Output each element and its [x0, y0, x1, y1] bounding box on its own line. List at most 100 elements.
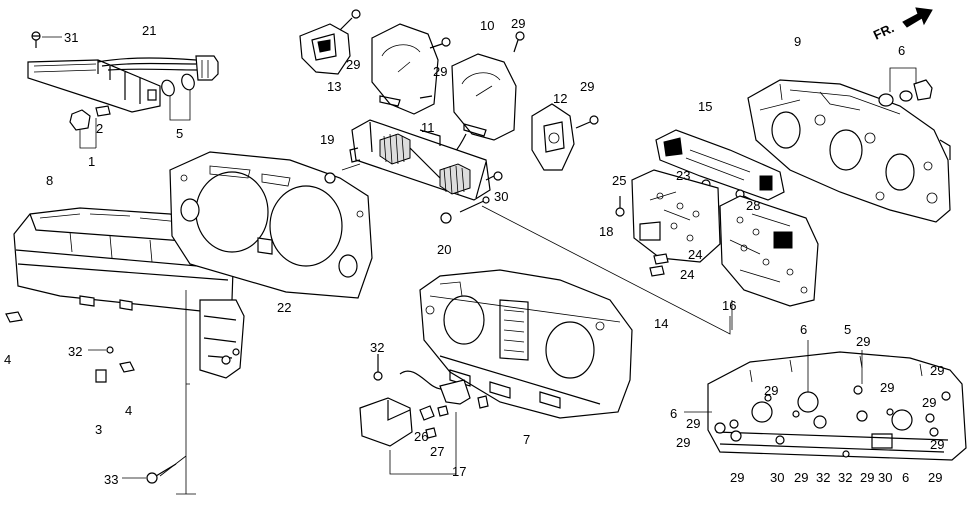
- part-label-29: 29: [580, 79, 594, 94]
- part-19-nut: [324, 172, 336, 184]
- leader-line-33: [159, 455, 187, 477]
- part-5-bulbs: [161, 73, 195, 121]
- part-32-screw-left: [88, 346, 114, 354]
- part-label-25: 25: [612, 173, 626, 188]
- part-20-nut: [440, 196, 490, 224]
- part-label-16: 16: [722, 298, 736, 313]
- part-label-29: 29: [922, 395, 936, 410]
- part-26-bulb-socket: [419, 405, 449, 421]
- part-label-6: 6: [800, 322, 807, 337]
- part-label-29: 29: [930, 437, 944, 452]
- part-label-5: 5: [844, 322, 851, 337]
- part-label-33: 33: [104, 472, 118, 487]
- part-13-tach-unit: [299, 23, 351, 75]
- part-31-screw: [31, 31, 62, 48]
- part-label-2: 2: [96, 121, 103, 136]
- part-label-14: 14: [654, 316, 668, 331]
- front-arrow-icon: [902, 7, 933, 28]
- part-4-clip-left: [5, 311, 23, 323]
- part-label-21: 21: [142, 23, 156, 38]
- part-label-32: 32: [838, 470, 852, 485]
- part-label-23: 23: [676, 168, 690, 183]
- part-label-8: 8: [46, 173, 53, 188]
- leader-line-14: [341, 163, 731, 335]
- part-29-clip-center: [477, 395, 489, 409]
- part-label-27: 27: [430, 444, 444, 459]
- part-label-28: 28: [746, 198, 760, 213]
- part-29-screw-12: [575, 115, 599, 129]
- part-label-29: 29: [930, 363, 944, 378]
- part-label-32: 32: [370, 340, 384, 355]
- front-direction-label: FR.: [871, 20, 896, 42]
- part-16-printed-circuit: [719, 195, 819, 330]
- part-29-screw-10: [513, 31, 525, 53]
- part-15-printed-circuit: [655, 129, 785, 201]
- part-label-29: 29: [686, 416, 700, 431]
- part-label-22: 22: [277, 300, 291, 315]
- part-9-rear-case: [747, 79, 951, 223]
- part-label-24: 24: [688, 247, 702, 262]
- part-7-meter-housing: [419, 269, 633, 419]
- part-label-20: 20: [437, 242, 451, 257]
- part-label-4: 4: [125, 403, 132, 418]
- part-12-gauge-unit: [531, 103, 575, 171]
- part-label-7: 7: [523, 432, 530, 447]
- part-29-screw-11: [429, 37, 451, 49]
- part-22-meter-panel: [169, 151, 373, 299]
- part-label-9: 9: [794, 34, 801, 49]
- part-21-wire-harness: [27, 55, 219, 113]
- part-label-11: 11: [421, 120, 435, 135]
- part-label-30: 30: [770, 470, 784, 485]
- part-label-3: 3: [95, 422, 102, 437]
- part-27-bulb: [425, 427, 437, 439]
- part-label-31: 31: [64, 30, 78, 45]
- part-label-32: 32: [68, 344, 82, 359]
- part-label-29: 29: [676, 435, 690, 450]
- part-label-29: 29: [794, 470, 808, 485]
- part-3-knob: [95, 369, 107, 383]
- part-24-bulb-lower: [649, 265, 665, 277]
- front-direction-indicator: FR.: [871, 7, 933, 43]
- part-25-screw: [615, 196, 625, 217]
- part-label-29: 29: [433, 64, 447, 79]
- part-label-17: 17: [452, 464, 466, 479]
- part-label-24: 24: [680, 267, 694, 282]
- part-33-screw: [122, 463, 177, 484]
- part-label-19: 19: [320, 132, 334, 147]
- part-label-13: 13: [327, 79, 341, 94]
- part-2-bulb-socket: [69, 105, 111, 149]
- part-label-10: 10: [480, 18, 494, 33]
- part-label-15: 15: [698, 99, 712, 114]
- part-11-gauge: [371, 23, 439, 115]
- part-10-speedometer: [441, 53, 517, 163]
- part-label-29: 29: [860, 470, 874, 485]
- part-label-1: 1: [88, 154, 95, 169]
- part-label-29: 29: [730, 470, 744, 485]
- part-label-32: 32: [816, 470, 830, 485]
- part-label-4: 4: [4, 352, 11, 367]
- part-label-12: 12: [553, 91, 567, 106]
- part-24-bulb-upper: [653, 253, 669, 265]
- part-17-sub-harness: [359, 370, 471, 475]
- rear-view-inset: [684, 340, 967, 461]
- part-label-30: 30: [878, 470, 892, 485]
- part-label-18: 18: [599, 224, 613, 239]
- part-6-bulbs-top: [878, 67, 933, 107]
- part-label-29: 29: [764, 383, 778, 398]
- part-label-29: 29: [346, 57, 360, 72]
- leader-line-8: [176, 290, 196, 495]
- part-label-29: 29: [880, 380, 894, 395]
- part-label-6: 6: [902, 470, 909, 485]
- part-29-screw-13: [339, 9, 361, 31]
- part-30-screw-mech: [485, 171, 503, 181]
- part-label-30: 30: [494, 189, 508, 204]
- part-label-29: 29: [928, 470, 942, 485]
- part-label-29: 29: [856, 334, 870, 349]
- part-4-clip-mid: [119, 361, 135, 373]
- part-label-29: 29: [511, 16, 525, 31]
- part-label-26: 26: [414, 429, 428, 444]
- part-label-6: 6: [670, 406, 677, 421]
- part-32-screw-center: [373, 354, 383, 381]
